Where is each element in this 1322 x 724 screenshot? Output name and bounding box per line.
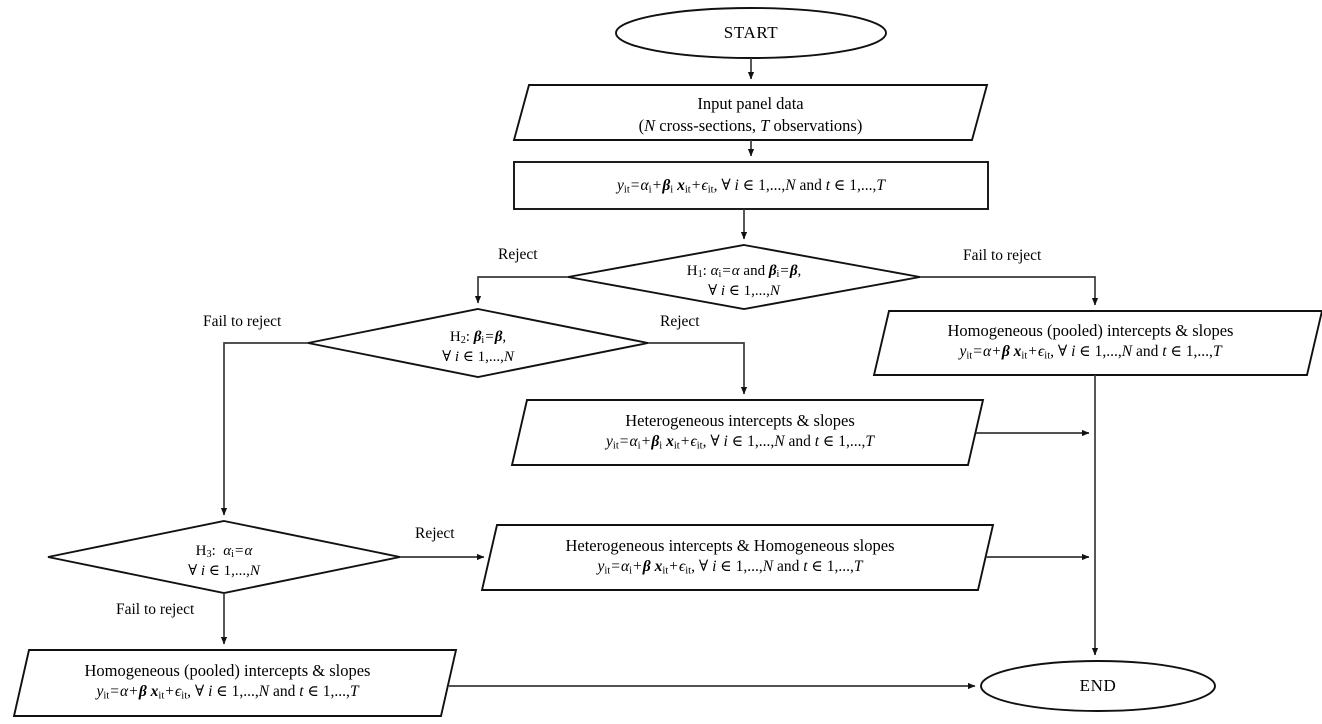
node-h2-shape bbox=[307, 308, 649, 378]
edge-label-h3-reject: Reject bbox=[415, 525, 455, 542]
edge-h1-fail-to-pooled-right bbox=[920, 276, 1099, 306]
node-h3-shape bbox=[47, 520, 401, 594]
edge-label-h1-reject: Reject bbox=[498, 246, 538, 263]
node-model-shape bbox=[513, 161, 989, 210]
node-hetero-int-shape bbox=[480, 524, 995, 591]
node-h1-shape bbox=[567, 244, 921, 310]
edge-label-h2-reject: Reject bbox=[660, 313, 700, 330]
edge-label-h3-fail: Fail to reject bbox=[116, 601, 195, 618]
node-input-shape bbox=[512, 84, 989, 141]
node-pooled-right-shape bbox=[872, 310, 1322, 376]
node-start-shape bbox=[615, 7, 887, 59]
edge-h1-reject-to-h2 bbox=[474, 276, 568, 304]
edge-h2-reject-to-hetero-both bbox=[648, 342, 748, 395]
edge-label-h2-fail: Fail to reject bbox=[203, 313, 282, 330]
node-pooled-bottom-shape bbox=[12, 649, 458, 717]
node-hetero-both-shape bbox=[510, 399, 985, 466]
edge-h2-fail-to-h3 bbox=[220, 342, 308, 516]
node-end-shape bbox=[980, 660, 1216, 712]
edge-label-h1-fail: Fail to reject bbox=[963, 247, 1042, 264]
